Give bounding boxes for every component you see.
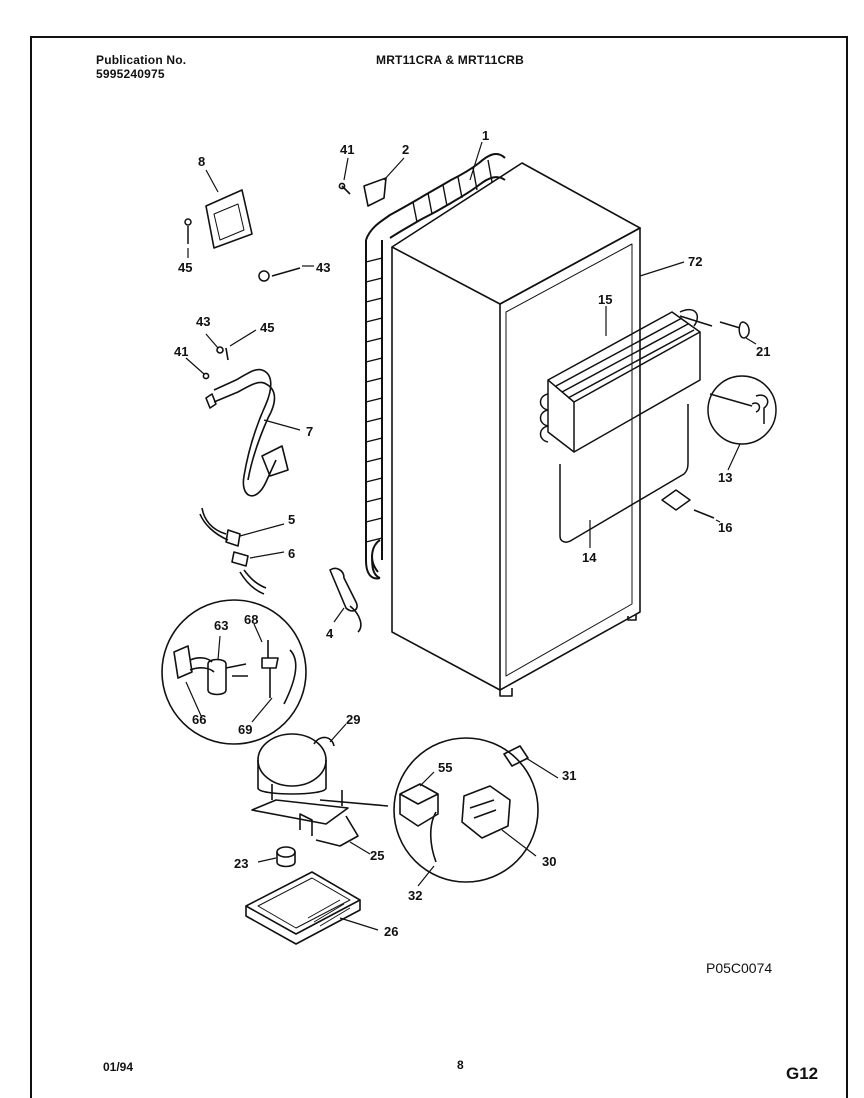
callout-21: 21 bbox=[756, 344, 770, 359]
page-id: G12 bbox=[786, 1064, 819, 1083]
part-2-bracket bbox=[338, 177, 387, 207]
part-8-bracket bbox=[205, 189, 253, 249]
callout-2: 2 bbox=[402, 142, 409, 157]
callout-25: 25 bbox=[370, 848, 384, 863]
wire-harness bbox=[199, 507, 267, 595]
callout-63: 63 bbox=[214, 618, 228, 633]
callout-69: 69 bbox=[238, 722, 252, 737]
detail-circle-start-capacitor bbox=[161, 599, 307, 745]
part-16 bbox=[661, 489, 715, 519]
cabinet-drawing bbox=[391, 162, 641, 697]
callout-8: 8 bbox=[198, 154, 205, 169]
callout-13: 13 bbox=[718, 470, 732, 485]
callout-32: 32 bbox=[408, 888, 422, 903]
callout-41-cord: 41 bbox=[174, 344, 188, 359]
compressor bbox=[251, 733, 389, 847]
callout-1: 1 bbox=[482, 128, 489, 143]
callout-43-cord: 43 bbox=[196, 314, 210, 329]
condenser-coil bbox=[365, 152, 506, 580]
callout-41: 41 bbox=[340, 142, 354, 157]
callout-45-cord: 45 bbox=[260, 320, 274, 335]
callout-66: 66 bbox=[192, 712, 206, 727]
leader-lines bbox=[185, 141, 757, 931]
page-number: 8 bbox=[457, 1058, 464, 1072]
part-43a bbox=[258, 267, 301, 282]
callout-5: 5 bbox=[288, 512, 295, 527]
figure-code: P05C0074 bbox=[706, 960, 773, 976]
callout-7: 7 bbox=[306, 424, 313, 439]
drain-pan bbox=[245, 871, 361, 945]
callout-72: 72 bbox=[688, 254, 702, 269]
callout-43: 43 bbox=[316, 260, 330, 275]
part-4 bbox=[329, 567, 362, 633]
evaporator bbox=[539, 308, 713, 543]
callout-55: 55 bbox=[438, 760, 452, 775]
callout-23: 23 bbox=[234, 856, 248, 871]
detail-circle-13 bbox=[707, 375, 777, 445]
screw-45a bbox=[184, 218, 192, 244]
callout-6: 6 bbox=[288, 546, 295, 561]
callout-labels: 1 2 41 8 45 43 72 15 21 43 45 41 7 13 16… bbox=[174, 128, 770, 939]
callout-45: 45 bbox=[178, 260, 192, 275]
print-date: 01/94 bbox=[103, 1060, 134, 1074]
callout-4: 4 bbox=[326, 626, 334, 641]
callout-30: 30 bbox=[542, 854, 556, 869]
publication-number: 5995240975 bbox=[96, 67, 165, 81]
part-23-grommet bbox=[276, 846, 296, 868]
power-cord bbox=[202, 346, 289, 497]
condenser-coil-rungs bbox=[365, 159, 493, 543]
callout-31: 31 bbox=[562, 768, 576, 783]
callout-16: 16 bbox=[718, 520, 732, 535]
callout-14: 14 bbox=[582, 550, 597, 565]
detail-circle-relay bbox=[393, 737, 539, 883]
cold-control-part bbox=[719, 321, 750, 339]
callout-68: 68 bbox=[244, 612, 258, 627]
callout-29: 29 bbox=[346, 712, 360, 727]
page-frame bbox=[30, 36, 848, 1098]
model-title: MRT11CRA & MRT11CRB bbox=[376, 53, 525, 67]
publication-label: Publication No. bbox=[96, 53, 187, 67]
callout-26: 26 bbox=[384, 924, 398, 939]
callout-15: 15 bbox=[598, 292, 612, 307]
